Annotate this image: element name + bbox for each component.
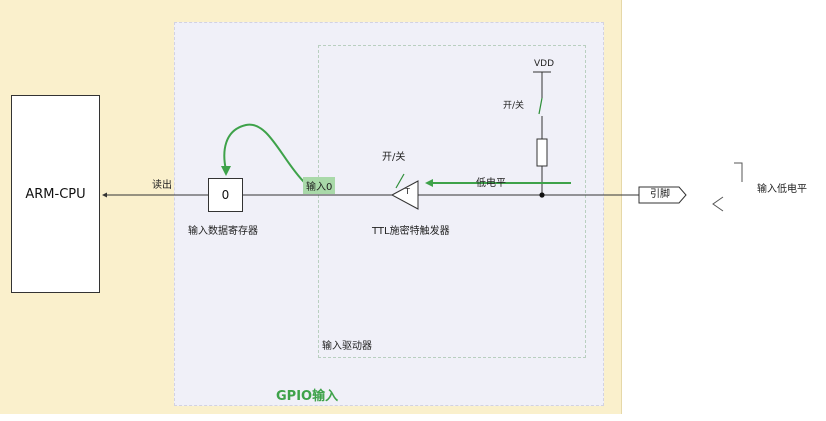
read-out-label: 读出	[152, 180, 172, 191]
gpio-input-title: GPIO输入	[276, 389, 339, 404]
input-waveform	[734, 162, 743, 182]
vdd-label: VDD	[534, 59, 555, 69]
input-low-level-label: 输入低电平	[757, 184, 807, 195]
low-level-label: 低电平	[476, 178, 506, 189]
gpio-input-panel	[174, 22, 604, 406]
pullup-switch-label: 开/关	[503, 101, 525, 111]
feedback-curve	[223, 123, 305, 183]
schmitt-symbol-label: T	[405, 187, 410, 196]
input-arrow-icon	[712, 196, 724, 212]
input0-tag: 输入0	[303, 177, 336, 194]
arm-cpu-block	[11, 95, 100, 293]
register-caption: 输入数据寄存器	[188, 226, 258, 237]
input-driver-panel	[318, 45, 586, 358]
pullup-switch-icon	[538, 97, 543, 115]
pin-shape	[638, 186, 687, 204]
schmitt-switch-icon	[395, 173, 405, 189]
read-arrow-icon	[102, 192, 107, 198]
schmitt-caption: TTL施密特触发器	[372, 226, 450, 237]
pin-label: 引脚	[650, 189, 670, 200]
feedback-arrow-head-icon	[221, 166, 231, 176]
pullup-resistor	[536, 138, 548, 167]
input-data-register: 0	[208, 178, 243, 212]
low-level-arrow-head-icon	[425, 179, 433, 187]
junction-dot	[539, 192, 545, 198]
schmitt-switch-label: 开/关	[382, 152, 406, 163]
input-driver-caption: 输入驱动器	[322, 341, 372, 352]
arm-cpu-label: ARM-CPU	[25, 186, 86, 202]
